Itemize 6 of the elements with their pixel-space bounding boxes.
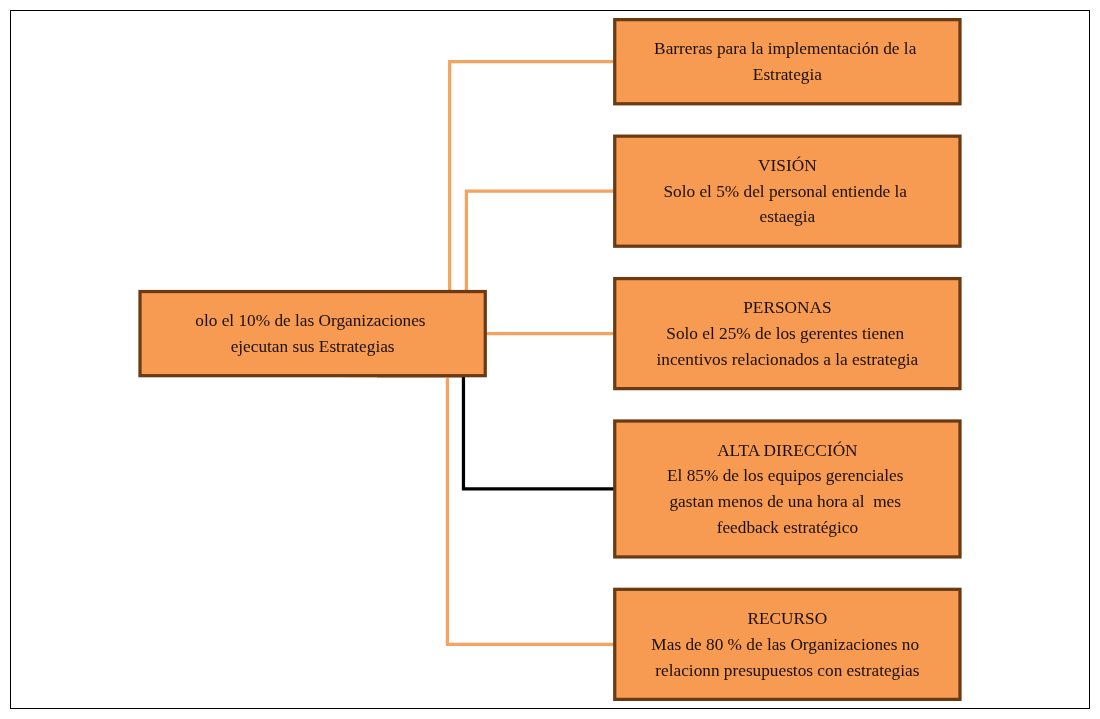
node-box: RECURSO Mas de 80 % de las Organizaciones no relacionn presupuestos con estrategias — [613, 587, 962, 701]
node-box: PERSONAS Solo el 25% de los gerentes tienen incentivos relacionados a la estrategia — [613, 276, 962, 391]
node-box: ALTA DIRECCIÓN El 85% de los equipos gerenciales gastan menos de una hora al mes feedback estratégico — [613, 419, 962, 559]
node-box: olo el 10% de las Organizaciones ejecutan sus Estrategias — [138, 289, 487, 378]
node-box: Barreras para la implementación de la Estrategia — [613, 18, 962, 106]
node-box: VISIÓN Solo el 5% del personal entiende la estaegia — [613, 134, 962, 248]
